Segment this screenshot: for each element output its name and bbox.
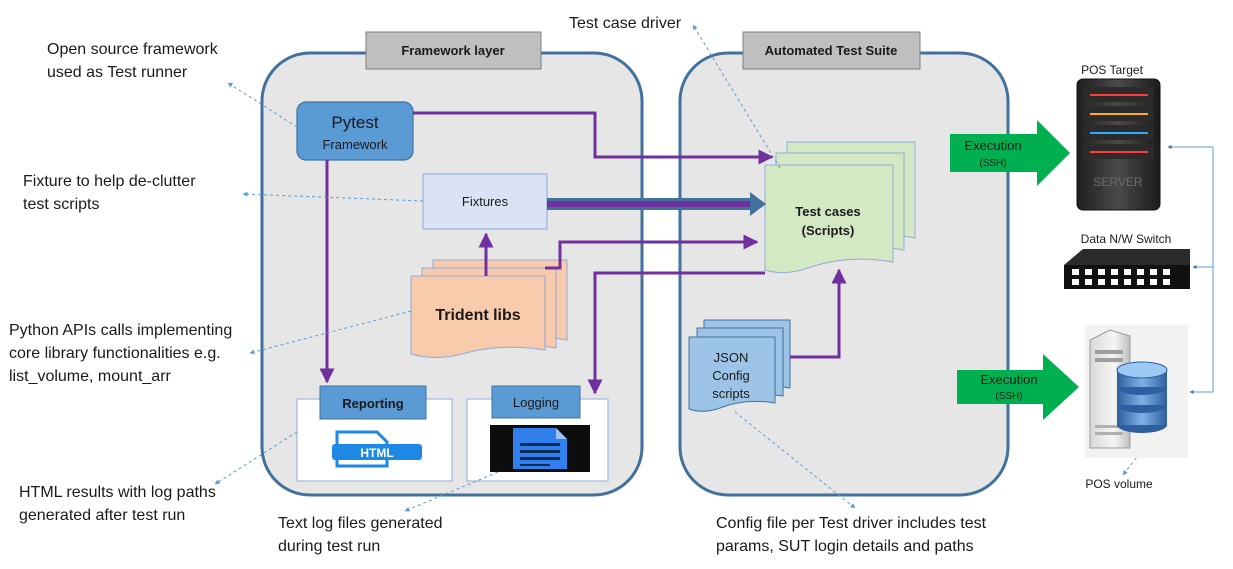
logging-label: Logging: [513, 395, 559, 410]
annotation-text-log-1: Text log files generated: [278, 515, 443, 532]
switch-label: Data N/W Switch: [1081, 232, 1172, 246]
server-text: SERVER: [1093, 175, 1142, 189]
log-document-icon: [490, 425, 590, 472]
server-icon: SERVER: [1076, 78, 1161, 211]
execution-arrow-target: [950, 120, 1070, 186]
annotation-fixture-2: test scripts: [23, 196, 99, 213]
suite-header-label: Automated Test Suite: [765, 43, 898, 58]
pytest-label: Pytest: [331, 113, 379, 132]
annotation-fixture-1: Fixture to help de-clutter: [23, 173, 196, 190]
json-label-2: Config: [712, 368, 750, 383]
testcases-sublabel: (Scripts): [802, 223, 855, 238]
exec2-sublabel: (SSH): [995, 391, 1022, 402]
html-icon-text: HTML: [360, 446, 393, 460]
json-label-3: scripts: [712, 386, 750, 401]
json-config-stack: [688, 319, 791, 412]
annotation-config-2: params, SUT login details and paths: [716, 538, 974, 555]
exec2-label: Execution: [980, 372, 1037, 387]
annotation-open-source-2: used as Test runner: [47, 64, 188, 81]
pos-target-label: POS Target: [1081, 63, 1143, 77]
exec1-label: Execution: [964, 138, 1021, 153]
annotation-open-source-1: Open source framework: [47, 41, 219, 58]
logging-header: [491, 385, 581, 419]
annotation-config-1: Config file per Test driver includes tes…: [716, 515, 987, 532]
trident-label: Trident libs: [435, 307, 520, 324]
fixtures-box: [422, 173, 548, 230]
exec1-sublabel: (SSH): [979, 158, 1006, 169]
fixtures-to-testcases-arrow: [547, 192, 766, 216]
html-file-icon: HTML: [332, 430, 422, 468]
test-cases-stack: [764, 141, 916, 274]
annotation-python-1: Python APIs calls implementing: [9, 322, 232, 339]
annotation-html-2: generated after test run: [19, 507, 185, 524]
trident-libs-stack: [410, 259, 568, 358]
annotation-text-log-2: during test run: [278, 538, 380, 555]
reporting-header: [319, 385, 427, 420]
annotation-python-2: core library functionalities e.g.: [9, 345, 221, 362]
framework-header: [365, 31, 542, 70]
pytest-sublabel: Framework: [322, 137, 388, 152]
fixtures-label: Fixtures: [462, 194, 509, 209]
reporting-label: Reporting: [342, 396, 403, 411]
annotation-html-1: HTML results with log paths: [19, 484, 216, 501]
execution-arrow-volume: [957, 354, 1079, 420]
switch-links: [1167, 145, 1214, 394]
annotation-python-3: list_volume, mount_arr: [9, 368, 172, 385]
testcases-label: Test cases: [795, 204, 861, 219]
json-label-1: JSON: [714, 350, 749, 365]
storage-server-icon: [1085, 325, 1188, 458]
pos-volume-label: POS volume: [1085, 477, 1153, 491]
network-switch-icon: [1064, 249, 1190, 289]
framework-header-label: Framework layer: [401, 43, 504, 58]
annotation-leaders: [214, 24, 1141, 512]
pytest-box: [296, 101, 414, 161]
annotation-test-case-driver: Test case driver: [569, 15, 682, 32]
suite-header: [742, 31, 921, 70]
